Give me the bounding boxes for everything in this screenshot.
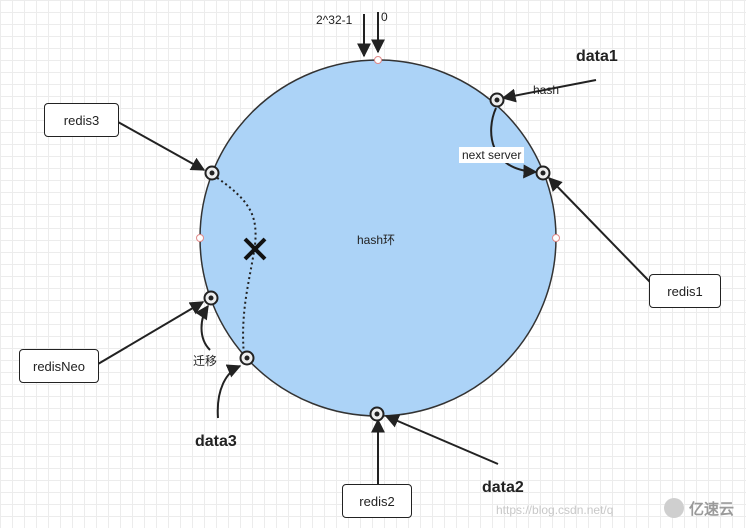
hash-label: hash: [533, 83, 560, 97]
redis1-box: redis1: [649, 274, 721, 308]
data2-arrow: [384, 414, 499, 465]
redis1-label: redis1: [667, 283, 703, 299]
data1-hash-arrow: [501, 79, 597, 103]
ring-point-redisneo: [203, 290, 219, 306]
data3-arrow: [216, 364, 242, 419]
ring-anchor-right: [552, 234, 560, 242]
redis2-box: redis2: [342, 484, 412, 518]
redis1-arrow: [548, 176, 651, 283]
removed-cross-icon: [243, 237, 267, 261]
redis2-label: redis2: [359, 493, 395, 509]
ring-point-redis1: [535, 165, 551, 181]
ring-anchor-left: [196, 234, 204, 242]
ring-point-redis2: [369, 406, 385, 422]
redis3-label: redis3: [63, 112, 100, 128]
next-server-label: next server: [459, 147, 525, 163]
data2-label: data2: [482, 479, 524, 496]
migrate-label: 迁移: [193, 354, 218, 368]
ring-anchor-top: [374, 56, 382, 64]
migrate-arrow: [195, 304, 211, 351]
zero-label: 0: [381, 10, 388, 24]
watermark-url: https://blog.csdn.net/q: [496, 503, 614, 517]
redisneo-box: redisNeo: [19, 349, 99, 383]
data1-label: data1: [576, 48, 618, 65]
redis3-arrow: [117, 121, 206, 171]
ring-center-label: hash环: [357, 233, 396, 247]
ring-point-redis3: [204, 165, 220, 181]
data3-label: data3: [195, 433, 237, 450]
watermark-brand: 亿速云: [689, 501, 735, 518]
watermark-logo-icon: [664, 498, 684, 518]
max-hash-label: 2^32-1: [316, 13, 353, 27]
ring-point-data1: [489, 92, 505, 108]
redisneo-arrow: [97, 301, 205, 365]
ring-point-data3: [239, 350, 255, 366]
redis3-box: redis3: [44, 103, 119, 137]
redisneo-label: redisNeo: [32, 358, 86, 374]
